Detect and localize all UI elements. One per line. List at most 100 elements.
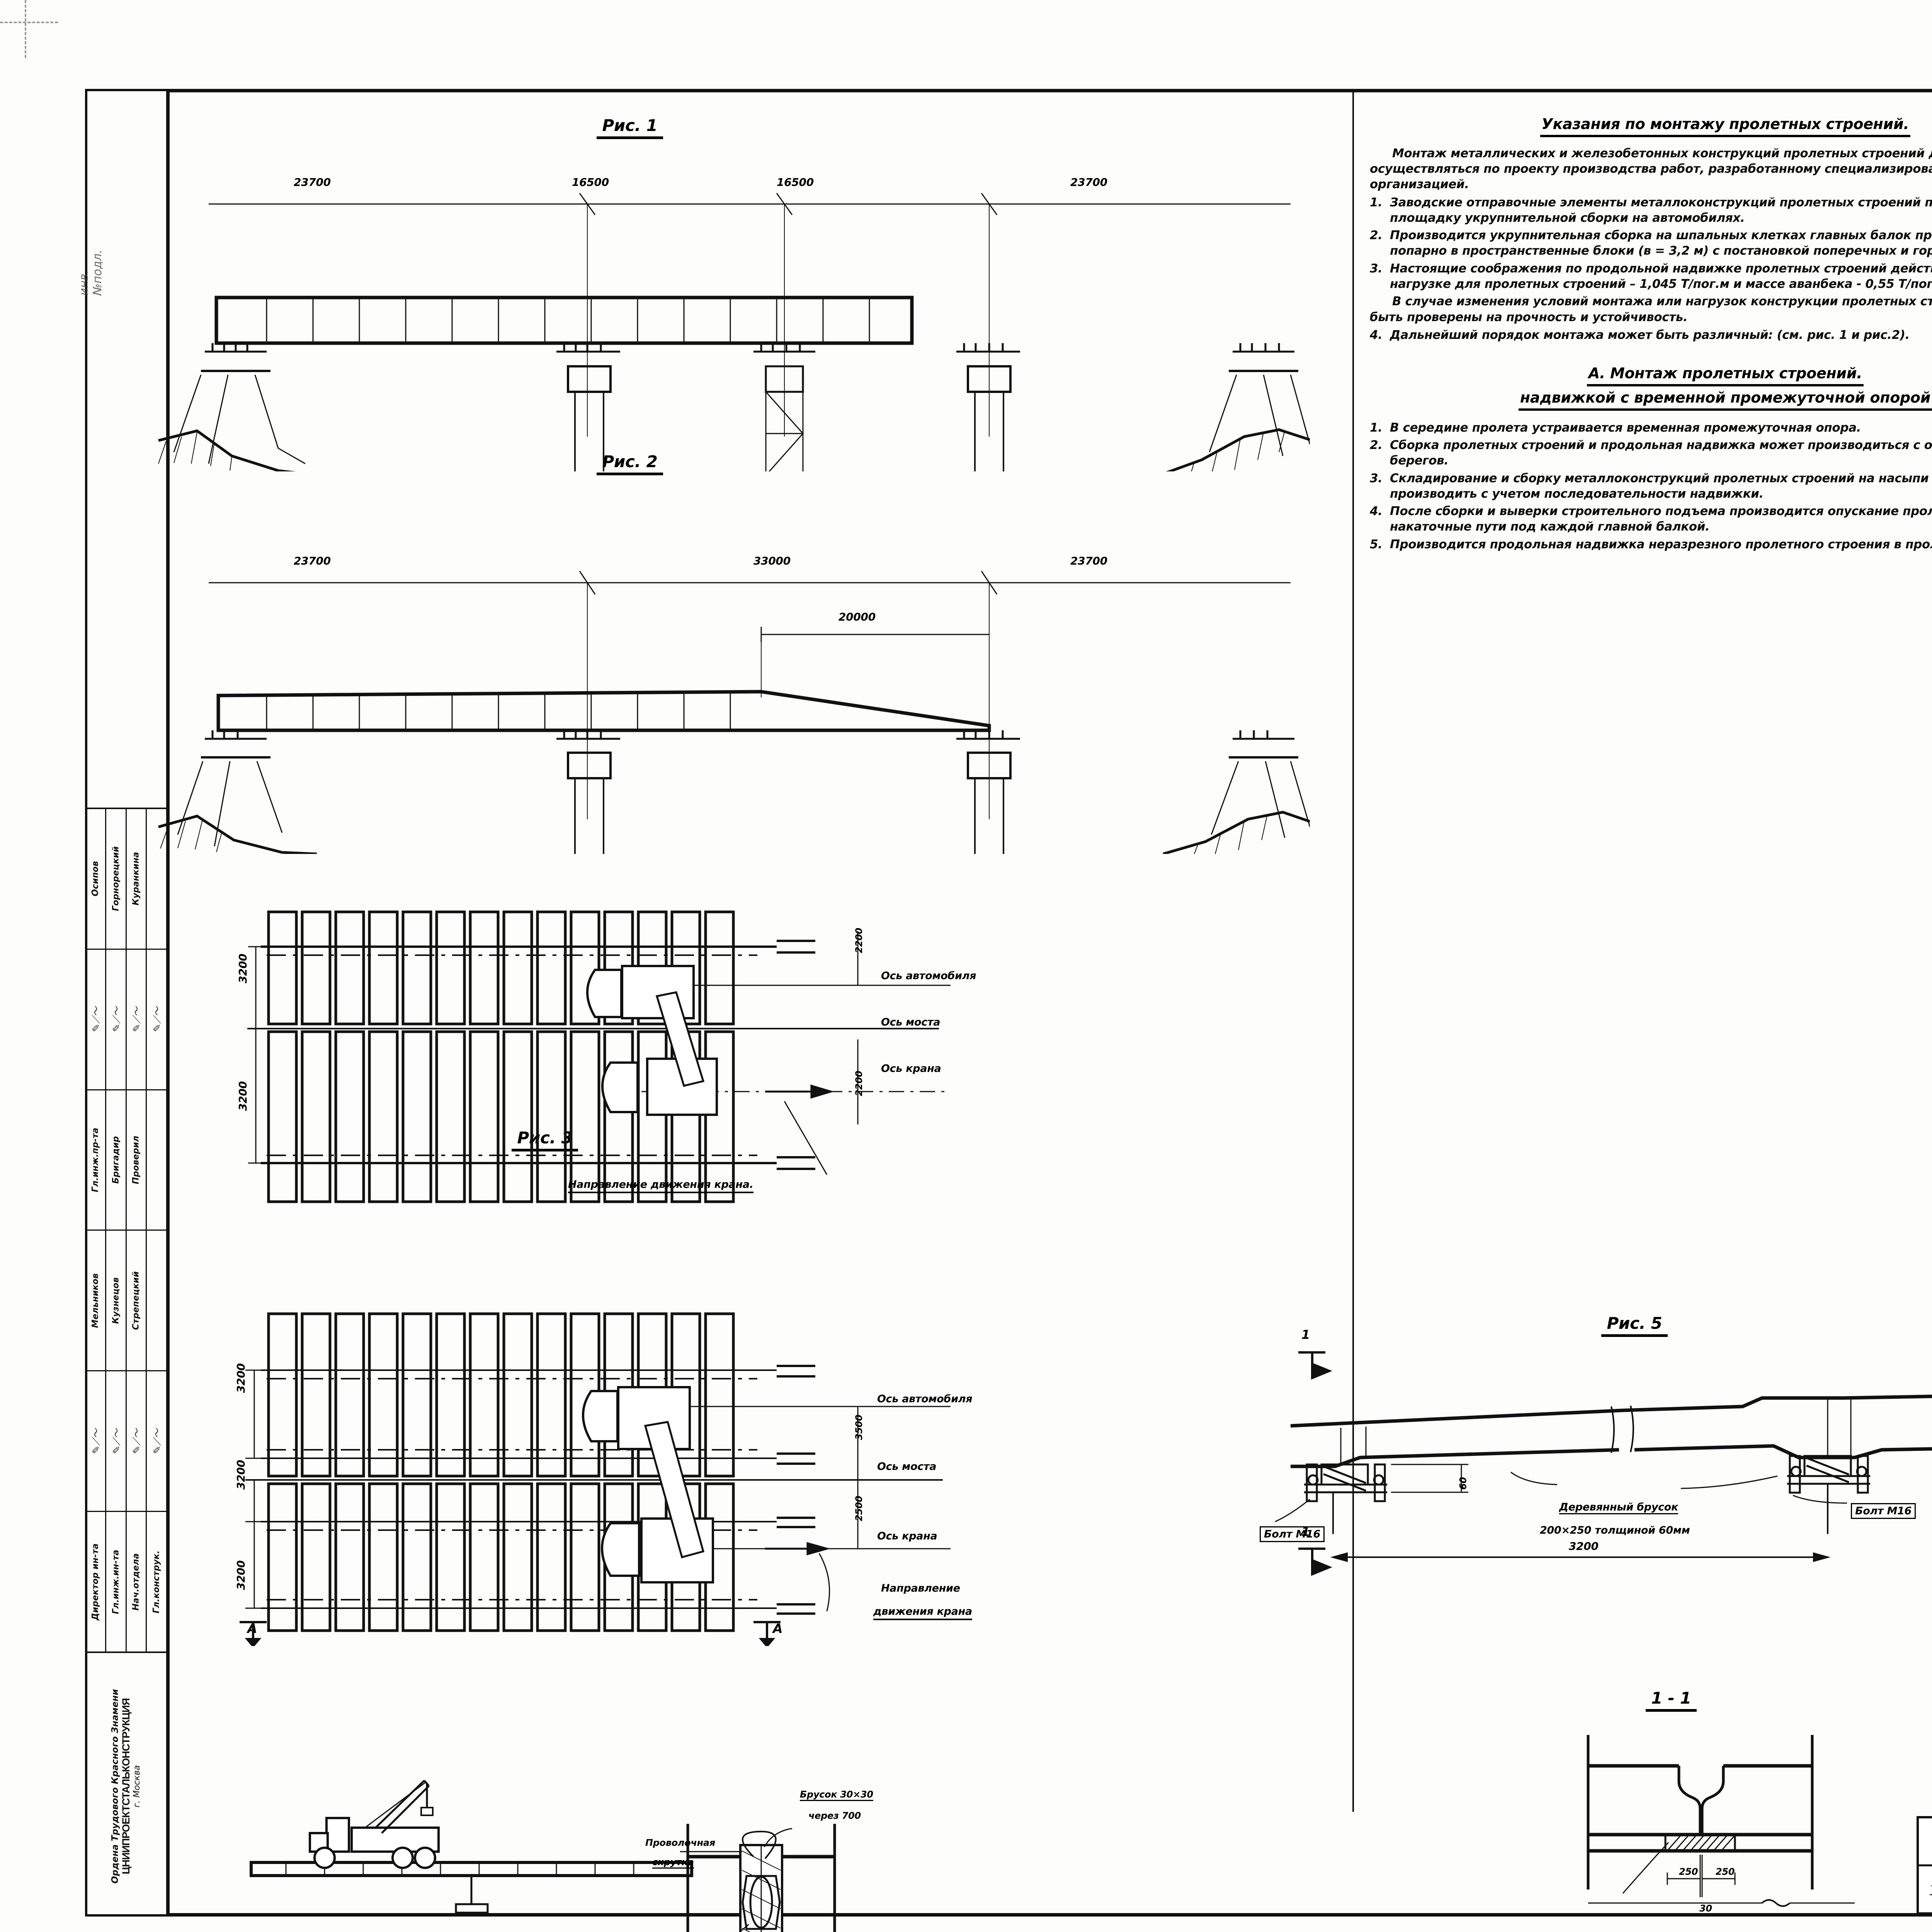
sectionA-item-text: Сборка пролетных строений и продольная н… <box>1390 438 1932 468</box>
sectionA-title-line1: А. Монтаж пролетных строений. <box>1587 365 1864 386</box>
crop-mark-top-left <box>0 22 58 23</box>
left-tb-col-3: Куранкина ✎⟋〜 Проверил Стрепецкий ✎⟋〜 На… <box>126 809 147 1651</box>
signature-scribble: ✎⟋〜 <box>90 1428 102 1454</box>
left-tb-cell-sig-2: ✎⟋〜 <box>126 1371 146 1512</box>
signature-scribble: ✎⟋〜 <box>151 1007 163 1032</box>
left-tb-role: Гл.инж.ин-та <box>111 1549 121 1614</box>
left-tb-cell-role-1: Гл.инж.пр-та <box>86 1090 105 1231</box>
fig6-drawing <box>680 1824 836 1932</box>
fig5-section-mark-top: 1 <box>1301 1327 1310 1342</box>
left-title-block: Осипов ✎⟋〜 Гл.инж.пр-та Мельников ✎⟋〜 Ди… <box>86 808 166 1917</box>
notes-item3-extra: В случае изменения условий монтажа или н… <box>1370 294 1932 324</box>
sectionA-list: 1.В середине пролета устраивается времен… <box>1370 420 1932 552</box>
left-tb-cell-sig-1: ✎⟋〜 <box>147 950 166 1090</box>
notes-list: 1.Заводские отправочные элементы металло… <box>1370 195 1932 292</box>
fig3-axis-bridge-label: Ось моста <box>881 1016 940 1028</box>
crop-mark-left <box>25 0 26 58</box>
fig1-dim-2: 16500 <box>777 176 814 189</box>
signature-scribble: ✎⟋〜 <box>90 1007 102 1032</box>
left-tb-organization: Ордена Трудового Красного Знамени ЦНИИПР… <box>86 1651 166 1920</box>
left-tb-name: Куранкина <box>131 852 141 906</box>
fig5-drawing <box>1275 1351 1932 1576</box>
fig5-caption: Рис. 5 <box>1526 1314 1743 1337</box>
section11-caption: 1 - 1 <box>1604 1689 1739 1712</box>
left-tb-name: Кузнецов <box>111 1277 121 1324</box>
fig6-wire-label-2: скрутка <box>652 1857 694 1869</box>
title-block-year: 1978 <box>1919 1866 1932 1912</box>
sectionAA-drawing <box>250 1780 693 1914</box>
fig4-dim-right-bottom: 2500 <box>853 1496 864 1521</box>
fig2-drawing <box>158 571 1310 854</box>
left-tb-cell-name-1: Горнорецкий <box>106 809 126 950</box>
left-tb-col-4: ✎⟋〜 ✎⟋〜 Гл.конструк. <box>147 809 166 1651</box>
section11-dim-right: 250 <box>1716 1866 1735 1877</box>
fig4-dim-3: 3200 <box>234 1560 247 1590</box>
left-tb-cell-name-2: Кузнецов <box>106 1231 126 1372</box>
fig1-dim-3: 23700 <box>1070 176 1107 189</box>
sheet-border <box>166 89 1932 1917</box>
organization-stack: Ордена Трудового Красного Знамени ЦНИИПР… <box>110 1689 142 1883</box>
left-tb-col-1: Осипов ✎⟋〜 Гл.инж.пр-та Мельников ✎⟋〜 Ди… <box>86 809 106 1651</box>
sectionA-item: 5.Производится продольная надвижка нераз… <box>1370 537 1932 552</box>
notes-column-left: Указания по монтажу пролетных строений. … <box>1370 100 1932 1793</box>
fig5-beam-label-2: 200×250 толщиной 60мм <box>1540 1524 1690 1536</box>
left-tb-name: Горнорецкий <box>111 846 121 912</box>
fig3-direction-label: Направление движения крана. <box>568 1179 753 1193</box>
left-tb-role: Гл.инж.пр-та <box>90 1128 100 1192</box>
signature-scribble: ✎⟋〜 <box>151 1428 163 1454</box>
notes-main-title: Указания по монтажу пролетных строений. <box>1540 116 1911 137</box>
notes-item: 2.Производится укрупнительная сборка на … <box>1370 228 1932 259</box>
left-tb-role: Проверил <box>131 1136 141 1184</box>
sectionA-item: 1.В середине пролета устраивается времен… <box>1370 420 1932 435</box>
left-tb-cell-name-2: Мельников <box>86 1231 105 1372</box>
fig4-drawing <box>245 1312 951 1632</box>
fig3-caption: Рис. 3 <box>437 1128 653 1151</box>
fig2-caption: Рис. 2 <box>522 452 738 475</box>
left-tb-role: Бригадир <box>111 1136 121 1184</box>
fig2-avanbek-dim: 20000 <box>838 611 876 623</box>
fig6-bar-label-1: Брусок 30×30 <box>800 1789 873 1801</box>
notes-list-cont: 4.Дальнейший порядок монтажа может быть … <box>1370 327 1932 343</box>
fig3-dim-right-bottom: 2200 <box>853 1071 864 1096</box>
fig4-axis-crane-label: Ось крана <box>877 1530 937 1542</box>
fig1-drawing <box>158 193 1310 471</box>
fig6-bar-label-2: через 700 <box>808 1810 861 1821</box>
notes-item-text: Дальнейший порядок монтажа может быть ра… <box>1390 328 1910 342</box>
signature-scribble: ✎⟋〜 <box>111 1428 123 1454</box>
left-title-block-grid: Осипов ✎⟋〜 Гл.инж.пр-та Мельников ✎⟋〜 Ди… <box>86 809 166 1651</box>
fig4-dim-2: 3200 <box>234 1460 247 1490</box>
fig4-dim-1: 3200 <box>234 1363 247 1393</box>
fig5-dim-width: 3200 <box>1569 1540 1599 1553</box>
fig4-axis-bridge-label: Ось моста <box>877 1461 937 1473</box>
section11-drawing <box>1587 1735 1855 1907</box>
fig2-dim-2: 23700 <box>1070 554 1107 567</box>
section-aa-marks <box>240 1621 781 1646</box>
sectionA-item-text: Производится продольная надвижка неразре… <box>1390 537 1932 551</box>
notes-intro: Монтаж металлических и железобетонных ко… <box>1370 146 1932 192</box>
left-tb-cell-sig-2: ✎⟋〜 <box>86 1371 105 1512</box>
organization-line1: Ордена Трудового Красного Знамени <box>110 1689 120 1884</box>
column-divider-1 <box>1352 92 1354 1812</box>
left-tb-cell-role-2: Гл.инж.ин-та <box>106 1512 126 1651</box>
fig2-dim-1: 33000 <box>753 554 791 567</box>
fig4-direction-label-1: Направление <box>881 1582 960 1594</box>
title-block-code-cell: ТК 1978 <box>1919 1818 1932 1912</box>
left-tb-cell-sig-2: ✎⟋〜 <box>106 1371 126 1512</box>
notes-item: 3.Настоящие соображения по продольной на… <box>1370 261 1932 292</box>
fig2-dim-0: 23700 <box>294 554 331 567</box>
left-tb-name: Мельников <box>90 1273 100 1328</box>
sectionA-item: 2.Сборка пролетных строений и продольная… <box>1370 437 1932 469</box>
left-tb-cell-role-4: Гл.конструк. <box>147 1512 166 1651</box>
fig3-dim-left-top: 3200 <box>236 954 249 983</box>
left-tb-cell-blank-1 <box>147 809 166 950</box>
title-block: ТК 1978 Схемы монтажа пролетных строений… <box>1917 1816 1932 1915</box>
left-tb-name: Стрепецкий <box>131 1271 141 1330</box>
notes-item-text: Заводские отправочные элементы металлоко… <box>1390 195 1932 225</box>
section11-dim-gap: 30 <box>1699 1903 1712 1914</box>
sectionA-item: 4.После сборки и выверки строительного п… <box>1370 503 1932 535</box>
fig1-caption: Рис. 1 <box>522 116 738 139</box>
fig3-drawing <box>247 910 951 1203</box>
left-tb-cell-role-2: Нач.отдела <box>127 1512 146 1651</box>
left-tb-cell-blank-2 <box>147 1090 166 1231</box>
fig5-beam-label-1: Деревянный брусок <box>1559 1501 1678 1514</box>
